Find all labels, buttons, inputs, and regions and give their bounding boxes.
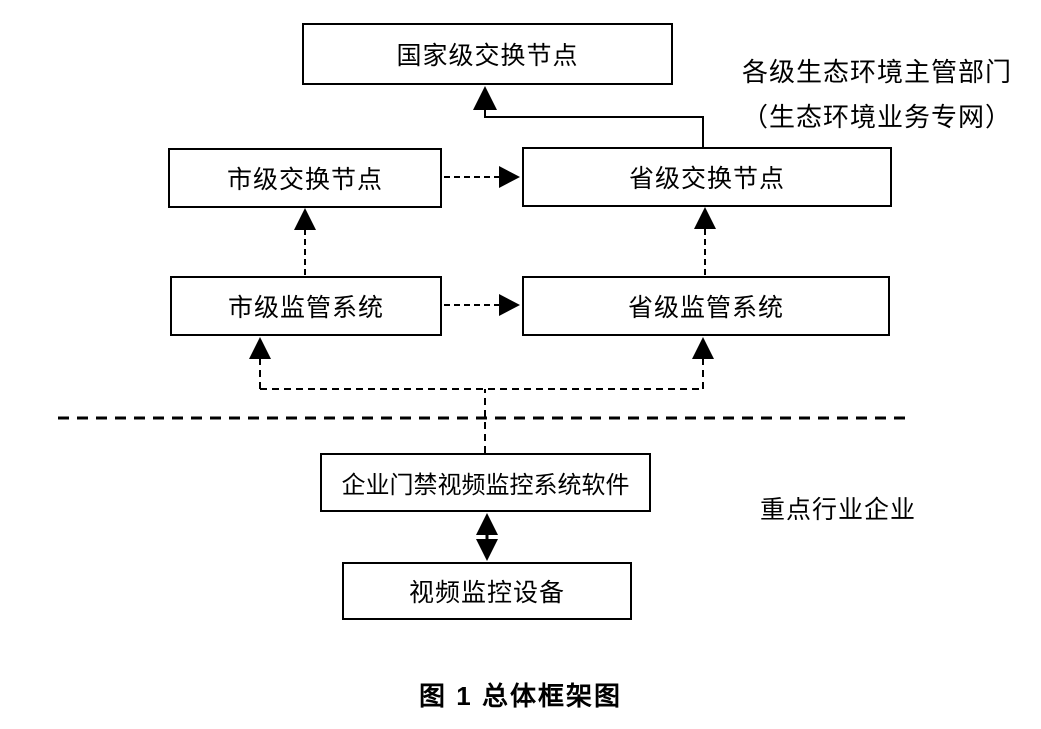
government-zone-label-line2: （生态环境业务专网） bbox=[741, 103, 1012, 132]
node-national-exchange: 国家级交换节点 bbox=[302, 23, 673, 85]
node-city-supervision: 市级监管系统 bbox=[170, 276, 442, 336]
node-enterprise-software: 企业门禁视频监控系统软件 bbox=[320, 453, 651, 512]
arrowhead-down-device bbox=[476, 539, 498, 561]
connector-province-to-national-line bbox=[484, 106, 704, 147]
figure-caption: 图 1 总体框架图 bbox=[419, 681, 622, 711]
arrowhead-up-city-exchange bbox=[294, 208, 316, 230]
arrowhead-right-province-supervision bbox=[499, 294, 520, 316]
arrowhead-up-city-supervision bbox=[249, 337, 271, 359]
node-city-exchange: 市级交换节点 bbox=[168, 148, 442, 208]
arrowhead-right-province-exchange bbox=[499, 166, 520, 188]
government-zone-label: 各级生态环境主管部门 （生态环境业务专网） bbox=[712, 50, 1041, 140]
arrowhead-up-software bbox=[476, 513, 498, 535]
node-province-supervision: 省级监管系统 bbox=[522, 276, 890, 336]
node-province-exchange: 省级交换节点 bbox=[522, 147, 892, 207]
government-zone-label-line1: 各级生态环境主管部门 bbox=[741, 58, 1012, 87]
node-video-device: 视频监控设备 bbox=[342, 562, 632, 620]
arrowhead-up-province-supervision bbox=[692, 337, 714, 359]
arrowhead-up-national bbox=[473, 86, 497, 110]
arrowhead-up-province-exchange bbox=[694, 207, 716, 229]
enterprise-zone-label: 重点行业企业 bbox=[760, 497, 917, 524]
